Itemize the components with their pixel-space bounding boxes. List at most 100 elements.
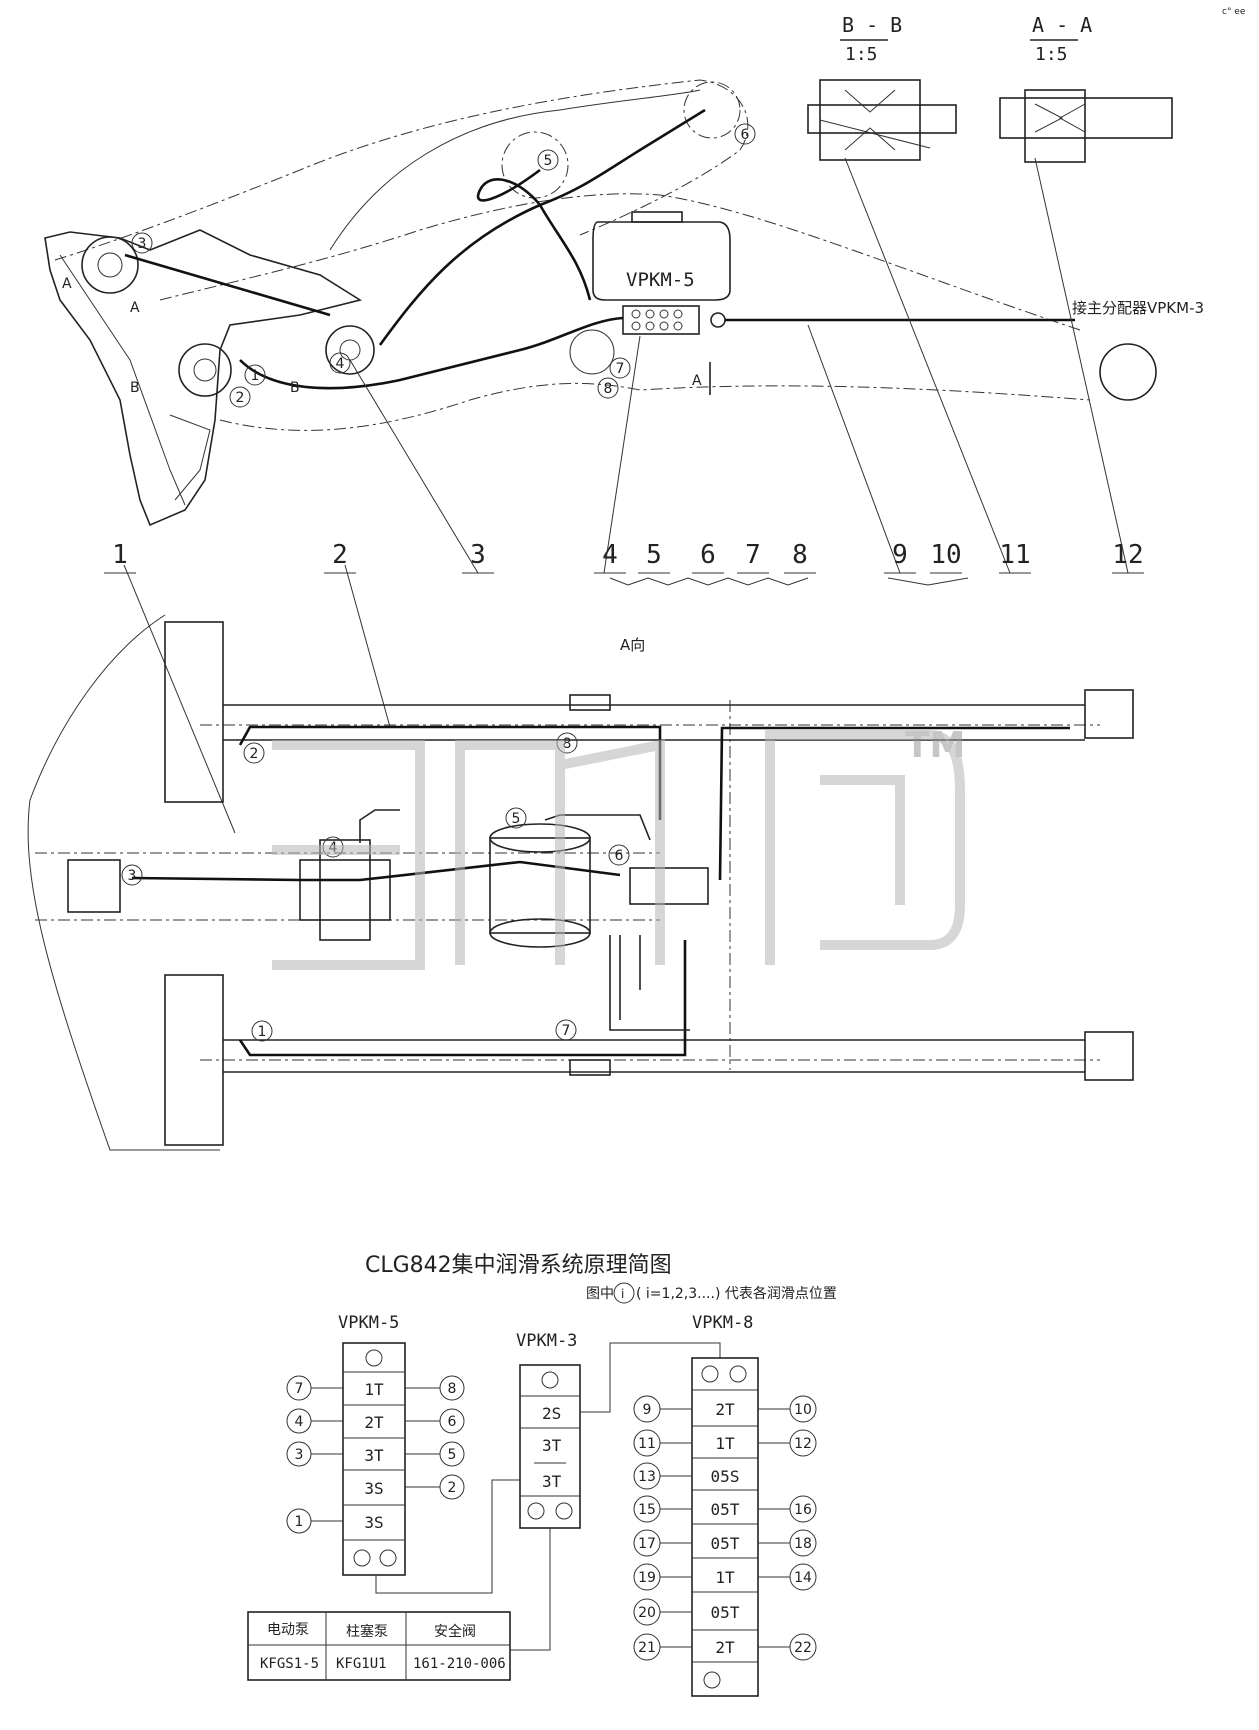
vpkm5-point-right: 6 bbox=[439, 1408, 465, 1434]
vpkm5-block bbox=[342, 1342, 406, 1576]
svg-text:12: 12 bbox=[794, 1436, 812, 1452]
center-hub bbox=[489, 837, 591, 934]
top-lube-point-5: 5 bbox=[505, 807, 527, 829]
top-hose-3 bbox=[131, 860, 621, 882]
svg-text:5: 5 bbox=[544, 153, 553, 169]
svg-text:A - A: A - A bbox=[1032, 13, 1092, 37]
svg-text:7: 7 bbox=[745, 540, 761, 570]
svg-text:3T: 3T bbox=[542, 1472, 562, 1491]
svg-text:1: 1 bbox=[258, 1024, 267, 1040]
top-view: A向 bbox=[27, 614, 1134, 1151]
top-lube-point-2: 2 bbox=[243, 742, 265, 764]
boom-plate-bottom bbox=[164, 974, 224, 1146]
vpkm8-port: 05T bbox=[711, 1603, 740, 1622]
vpkm8-point-left: 15 bbox=[633, 1495, 661, 1523]
svg-text:B - B: B - B bbox=[842, 13, 902, 37]
svg-text:16: 16 bbox=[794, 1502, 812, 1518]
svg-text:2: 2 bbox=[332, 540, 348, 570]
vpkm8-point-right: 14 bbox=[789, 1563, 817, 1591]
svg-text:1: 1 bbox=[112, 540, 128, 570]
pivot-pin-6 bbox=[683, 81, 741, 139]
frame-outline-dash bbox=[159, 193, 1081, 331]
vpkm8-point-left: 19 bbox=[633, 1563, 661, 1591]
section-b-b: B - B 1:5 bbox=[807, 13, 957, 161]
vpkm8-port: 05T bbox=[711, 1534, 740, 1553]
top-lube-point-6: 6 bbox=[608, 844, 630, 866]
distributor-block bbox=[622, 305, 700, 335]
hose-5-loop bbox=[476, 168, 592, 301]
vpkm8-point-right: 10 bbox=[789, 1395, 817, 1423]
side-lube-point-6: 6 bbox=[734, 123, 756, 145]
svg-text:8: 8 bbox=[792, 540, 808, 570]
svg-text:13: 13 bbox=[638, 1469, 656, 1485]
svg-text:A: A bbox=[692, 373, 702, 389]
lower-outline-dash bbox=[219, 382, 1091, 431]
svg-text:4: 4 bbox=[602, 540, 618, 570]
part-callout-11: 11 bbox=[999, 540, 1031, 574]
vpkm8-port: 05S bbox=[711, 1467, 740, 1486]
vpkm5-housing bbox=[592, 221, 731, 301]
rear-pin bbox=[1099, 343, 1157, 401]
vpkm8-label: VPKM-8 bbox=[692, 1313, 753, 1333]
side-lube-point-7: 7 bbox=[609, 357, 631, 379]
vpkm5-point-left: 3 bbox=[286, 1441, 312, 1467]
vpkm8-point-left: 17 bbox=[633, 1529, 661, 1557]
boom-outline bbox=[329, 89, 701, 251]
vpkm8-point-left: 11 bbox=[633, 1429, 661, 1457]
hose-3 bbox=[124, 253, 331, 317]
svg-text:9: 9 bbox=[892, 540, 908, 570]
vpkm8-block bbox=[691, 1357, 759, 1697]
pivot-pin-2 bbox=[178, 343, 232, 397]
note-text: ( i=1,2,3....) 代表各润滑点位置 bbox=[636, 1285, 837, 1302]
side-lube-point-4: 4 bbox=[329, 352, 351, 374]
side-vpkm5-label: VPKM-5 bbox=[626, 269, 695, 291]
svg-text:7: 7 bbox=[616, 361, 625, 377]
svg-text:柱塞泵: 柱塞泵 bbox=[346, 1623, 388, 1640]
watermark: TM bbox=[272, 725, 965, 970]
part-callout-12: 12 bbox=[1112, 540, 1144, 574]
vpkm8-point-right: 18 bbox=[789, 1529, 817, 1557]
vpkm8-point-left: 21 bbox=[633, 1633, 661, 1661]
vpkm8-point-left: 13 bbox=[633, 1462, 661, 1490]
svg-text:14: 14 bbox=[794, 1570, 812, 1586]
vpkm8-port: 2T bbox=[715, 1638, 735, 1657]
pivot-pin-3 bbox=[325, 325, 375, 375]
part-callout-10: 10 bbox=[930, 540, 962, 574]
svg-text:11: 11 bbox=[638, 1436, 656, 1452]
svg-text:15: 15 bbox=[638, 1502, 656, 1518]
svg-text:9: 9 bbox=[643, 1402, 652, 1418]
side-lube-point-1: 1 bbox=[244, 364, 266, 386]
side-view: VPKM-5 A A B B A 接主分配器VPKM-3 bbox=[44, 79, 1204, 527]
svg-text:19: 19 bbox=[638, 1570, 656, 1586]
part-callout-2: 2 bbox=[324, 540, 356, 574]
svg-text:10: 10 bbox=[930, 540, 961, 570]
schematic-title: CLG842集中润滑系统原理简图 bbox=[365, 1253, 672, 1278]
pivot-pin-1 bbox=[81, 236, 139, 294]
svg-text:B: B bbox=[290, 380, 300, 396]
bucket-top-outline bbox=[27, 614, 220, 1151]
vpkm5-port: 3T bbox=[364, 1446, 384, 1465]
corner-mark: c° ee bbox=[1222, 7, 1246, 17]
pump-table bbox=[247, 1611, 511, 1681]
vpkm5-point-right: 5 bbox=[439, 1441, 465, 1467]
svg-text:22: 22 bbox=[794, 1640, 812, 1656]
vpkm8-point-left: 9 bbox=[633, 1395, 661, 1423]
part-callout-5: 5 bbox=[638, 540, 670, 574]
svg-text:3: 3 bbox=[138, 236, 147, 252]
svg-text:6: 6 bbox=[741, 127, 750, 143]
svg-text:5: 5 bbox=[512, 811, 521, 827]
vpkm8-port: 1T bbox=[715, 1568, 735, 1587]
leader-lines bbox=[123, 157, 1129, 834]
svg-text:6: 6 bbox=[615, 848, 624, 864]
vpkm5-port: 1T bbox=[364, 1380, 384, 1399]
svg-text:18: 18 bbox=[794, 1536, 812, 1552]
svg-text:4: 4 bbox=[336, 356, 345, 372]
svg-text:6: 6 bbox=[700, 540, 716, 570]
distributor-ports bbox=[631, 309, 683, 331]
top-hose-1 bbox=[238, 940, 687, 1057]
svg-text:11: 11 bbox=[999, 540, 1030, 570]
main-distributor-label: 接主分配器VPKM-3 bbox=[1072, 299, 1204, 317]
